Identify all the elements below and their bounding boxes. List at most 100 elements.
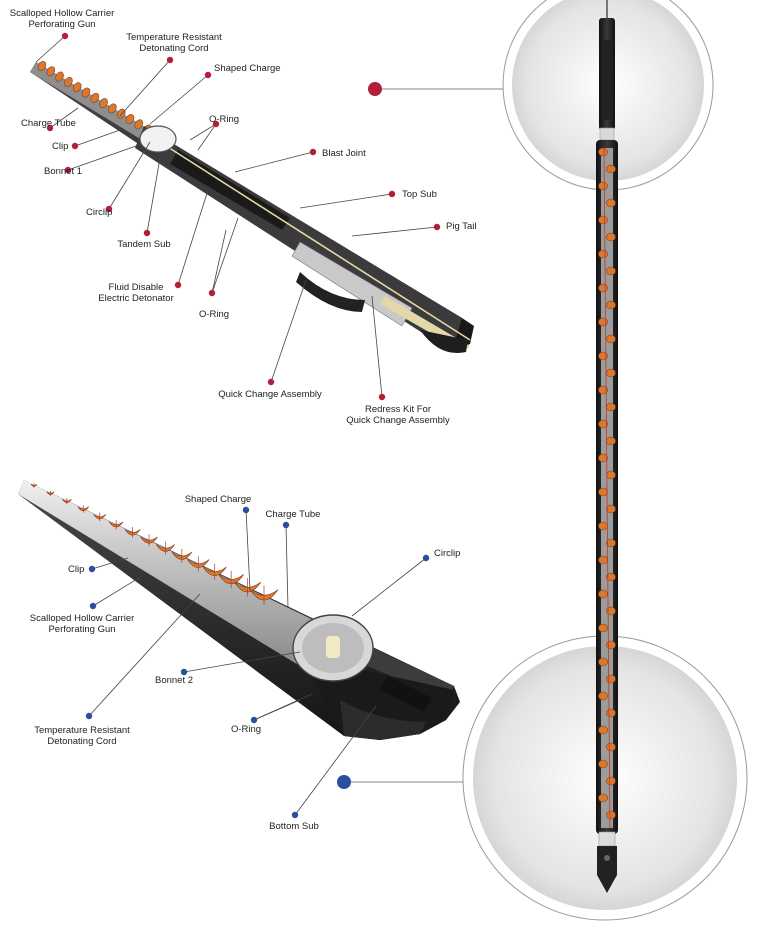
label-line: Electric Detonator [98,293,174,304]
shaped-charge-mark [598,181,608,191]
shaped-charge-mark [155,544,175,552]
leader-line [189,123,217,141]
label-charge-tube-top: Charge Tube [21,118,76,129]
label-line: Charge Tube [21,118,76,129]
leader-line [211,229,227,294]
shaped-charge-mark [598,589,608,599]
shaped-charge-mark [598,521,608,531]
label-top-sub: Top Sub [402,189,437,200]
leader-line [183,651,301,673]
label-line: Scalloped Hollow Carrier [9,8,115,19]
shaped-charge-mark [64,76,73,87]
shaped-charge-mark [598,759,608,769]
leader-line [67,145,137,171]
label-leader-lines [35,35,438,816]
label-marker-dot [212,120,220,128]
label-line: Quick Change Assembly [346,415,450,426]
shaped-charge-mark [598,657,608,667]
shaped-charge-mark [202,566,227,577]
shaped-charge-mark [606,572,616,582]
shaped-charge-mark [171,551,193,560]
label-line: Quick Change Assembly [218,389,322,400]
shaped-charge-mark [93,514,107,520]
label-circlip-top: Circlip [86,207,112,218]
shaped-charge-mark [124,529,141,536]
label-line: Clip [68,564,85,575]
shaped-charge-mark [598,419,608,429]
label-tandem-sub: Tandem Sub [117,239,170,250]
detonating-cord-line [603,147,611,829]
label-line: Fluid Disable [108,282,164,293]
label-marker-dot [143,229,151,237]
label-marker-dot [61,32,69,40]
label-detonating-cord-bottom: Temperature Resistant Detonating Cord [34,725,130,747]
label-line: Blast Joint [322,148,366,159]
label-marker-dot [378,393,386,401]
label-charge-tube-bottom: Charge Tube [266,509,321,520]
leader-line [88,593,201,717]
label-line: Temperature Resistant [126,32,222,43]
zoom-connectors [337,82,503,789]
label-marker-dot [180,668,188,676]
shaped-charge-mark [249,589,279,601]
label-line: Shaped Charge [184,494,252,505]
label-o-ring-bottom: O-Ring [231,724,261,735]
label-marker-dot [89,602,97,610]
shaped-charge-mark [606,436,616,446]
label-marker-dot [64,166,72,174]
shaped-charge-mark [187,559,210,568]
shaped-charge-mark [62,499,72,503]
label-marker-dot [309,148,317,156]
shaped-charge-mark [72,82,82,93]
shaped-charge-mark [77,506,89,512]
shaped-charge-mark [598,725,608,735]
label-marker-dot [174,281,182,289]
label-circlip-bottom: Circlip [434,548,460,559]
shaped-charge-mark [598,385,608,395]
label-marker-dot [46,124,54,132]
leader-line [146,157,161,234]
shaped-charge-mark [606,470,616,480]
shaped-charge-mark [598,793,608,803]
label-line: Detonating Cord [139,43,209,54]
label-pig-tail: Pig Tail [446,221,476,232]
label-line: Perforating Gun [48,624,116,635]
label-line: Bonnet 2 [155,675,194,686]
label-bonnet-2: Bonnet 2 [155,675,193,686]
leader-line [92,575,143,607]
shaped-charge-mark [37,61,47,71]
leader-line [108,141,151,210]
label-line: O-Ring [209,114,240,125]
label-line: Temperature Resistant [34,725,130,736]
shaped-charge-mark [30,483,38,487]
label-marker-dot [204,71,212,79]
shaped-charge-mark [606,334,616,344]
label-line: Top Sub [402,189,437,200]
leader-line [253,693,313,721]
label-clip-bottom: Clip [68,564,84,575]
bottom-gun-cutaway [18,480,460,740]
shaped-charge-mark [598,317,608,327]
shaped-charge-mark [606,368,616,378]
shaped-charge-mark [108,521,124,528]
shaped-charge-mark [606,198,616,208]
label-line: Pig Tail [446,221,477,232]
label-line: Shaped Charge [214,63,281,74]
shaped-charge-mark [55,71,64,82]
leader-line [371,295,383,398]
leader-line [294,705,377,816]
shaped-charge-mark [598,487,608,497]
label-marker-dot [88,565,96,573]
shaped-charge-mark [598,215,608,225]
label-o-ring-top-lower: O-Ring [199,309,229,320]
label-bottom-sub: Bottom Sub [269,821,319,832]
leader-line [234,151,314,173]
label-scalloped-hollow-carrier-bottom: Scalloped Hollow Carrier Perforating Gun [30,613,135,635]
label-markers [46,32,441,819]
shaped-charge-mark [598,283,608,293]
label-o-ring-top-upper: O-Ring [209,114,239,125]
leader-line [351,557,427,617]
leader-line [197,123,217,151]
